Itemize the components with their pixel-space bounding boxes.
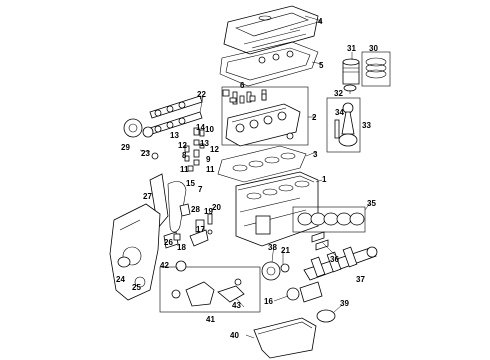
callout-2: 2 [312, 113, 317, 122]
callout-25: 25 [132, 283, 141, 292]
callout-27: 27 [143, 192, 152, 201]
callout-8: 8 [182, 151, 187, 160]
head-gasket [217, 145, 307, 183]
callout-39: 39 [340, 299, 349, 308]
connecting-rod-box [326, 97, 361, 153]
callout-31: 31 [347, 44, 356, 53]
main-bearings-box [292, 206, 366, 233]
callout-23: 23 [141, 149, 150, 158]
crankshaft [303, 246, 378, 281]
callout-18: 18 [177, 243, 186, 252]
callout-26: 26 [164, 238, 173, 247]
harmonic-balancer [261, 261, 290, 281]
callout-3: 3 [313, 150, 318, 159]
callout-labels: 1 2 3 4 5 6 7 8 9 10 11 11 12 12 13 13 1… [116, 17, 378, 340]
thrust-washers [311, 231, 329, 251]
camshafts [149, 95, 203, 135]
callout-21: 21 [281, 246, 290, 255]
callout-7: 7 [198, 185, 203, 194]
callout-15: 15 [186, 179, 195, 188]
valve-cover-gasket [219, 41, 319, 87]
callout-43: 43 [232, 301, 241, 310]
callout-29: 29 [121, 143, 130, 152]
callout-35: 35 [367, 199, 376, 208]
cylinder-head-box [221, 86, 309, 146]
callout-33: 33 [362, 121, 371, 130]
callout-12b: 12 [210, 145, 219, 154]
tensioner [163, 213, 213, 249]
water-pump [286, 281, 323, 303]
lifters-springs [151, 89, 267, 172]
callout-32: 32 [334, 89, 343, 98]
callout-24: 24 [116, 275, 125, 284]
leader-lines [139, 15, 371, 339]
callout-20: 20 [212, 203, 221, 212]
callout-13a: 13 [170, 131, 179, 140]
callout-40: 40 [230, 331, 239, 340]
callout-6: 6 [240, 81, 245, 90]
callout-38: 38 [268, 243, 277, 252]
callout-22: 22 [197, 90, 206, 99]
cam-sprocket [123, 118, 154, 138]
callout-11a: 11 [180, 165, 189, 174]
callout-41: 41 [206, 315, 215, 324]
oil-pump-box [159, 266, 261, 313]
callout-36: 36 [330, 255, 339, 264]
engine-block [235, 171, 319, 247]
piston-rings [361, 51, 391, 87]
connecting-rod [334, 102, 358, 147]
callout-5: 5 [319, 61, 324, 70]
callout-30: 30 [369, 44, 378, 53]
main-bearings [297, 212, 365, 226]
callout-17: 17 [196, 225, 205, 234]
callout-4: 4 [318, 17, 323, 26]
callout-16: 16 [264, 297, 273, 306]
rear-seal [316, 309, 336, 323]
callout-19: 19 [204, 207, 213, 216]
callout-13b: 13 [200, 139, 209, 148]
callout-12a: 12 [178, 141, 187, 150]
oil-pump-sprocket [175, 260, 187, 272]
timing-cover [109, 203, 161, 301]
callout-34: 34 [335, 108, 344, 117]
oil-pump [171, 278, 245, 307]
callout-42: 42 [160, 261, 169, 270]
piston [342, 58, 360, 85]
front-seal [117, 256, 131, 268]
callout-37: 37 [356, 275, 365, 284]
callout-11b: 11 [206, 165, 215, 174]
callout-28: 28 [191, 205, 200, 214]
callout-9: 9 [206, 155, 211, 164]
callout-10: 10 [205, 125, 214, 134]
callout-1: 1 [322, 175, 327, 184]
oil-pan [253, 317, 317, 359]
callout-14: 14 [196, 123, 205, 132]
valve-cover [223, 5, 319, 55]
